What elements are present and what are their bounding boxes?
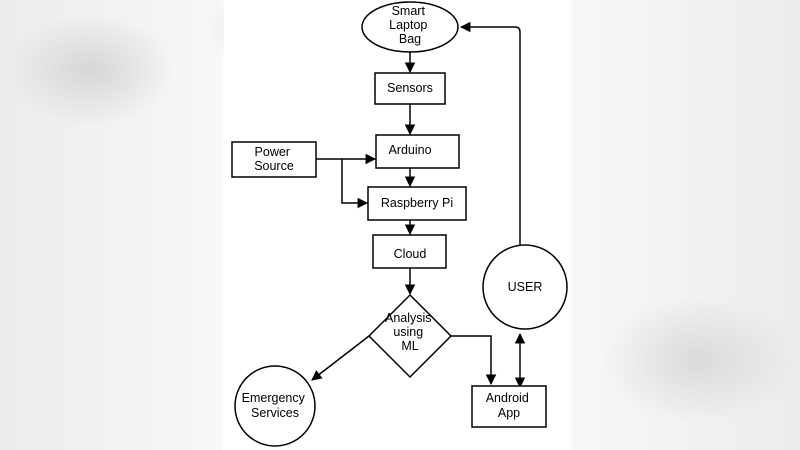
cloud-label: Cloud [394, 247, 427, 261]
user-label: USER [508, 280, 543, 294]
analysis-ml-label: Analysis using ML [385, 311, 435, 353]
edge-user-to-bag [459, 21, 521, 245]
node-analysis-ml: Analysis using ML [367, 293, 453, 379]
node-raspberry-pi: Raspberry Pi [367, 186, 467, 221]
android-app-label: Android App [486, 391, 533, 420]
edge-analysis-to-android [451, 335, 497, 386]
node-cloud: Cloud [372, 234, 447, 269]
raspberry-pi-label: Raspberry Pi [381, 196, 453, 210]
arduino-label: Arduino [388, 143, 431, 157]
emergency-services-label: Emergency Services [242, 391, 309, 420]
node-user: USER [482, 244, 568, 330]
edge-power-to-raspberrypi [341, 159, 369, 209]
node-smart-laptop-bag: Smart Laptop Bag [361, 1, 459, 53]
edges [311, 21, 526, 389]
node-power-source: Power Source [231, 141, 317, 178]
node-sensors: Sensors [374, 72, 446, 105]
power-source-label: Power Source [254, 145, 294, 173]
node-arduino: Arduino [375, 134, 460, 169]
smart-laptop-bag-label: Smart Laptop Bag [389, 4, 431, 46]
node-emergency-services: Emergency Services [234, 365, 316, 447]
edge-analysis-to-emergency [311, 335, 370, 381]
node-android-app: Android App [471, 385, 547, 428]
sensors-label: Sensors [387, 81, 433, 95]
